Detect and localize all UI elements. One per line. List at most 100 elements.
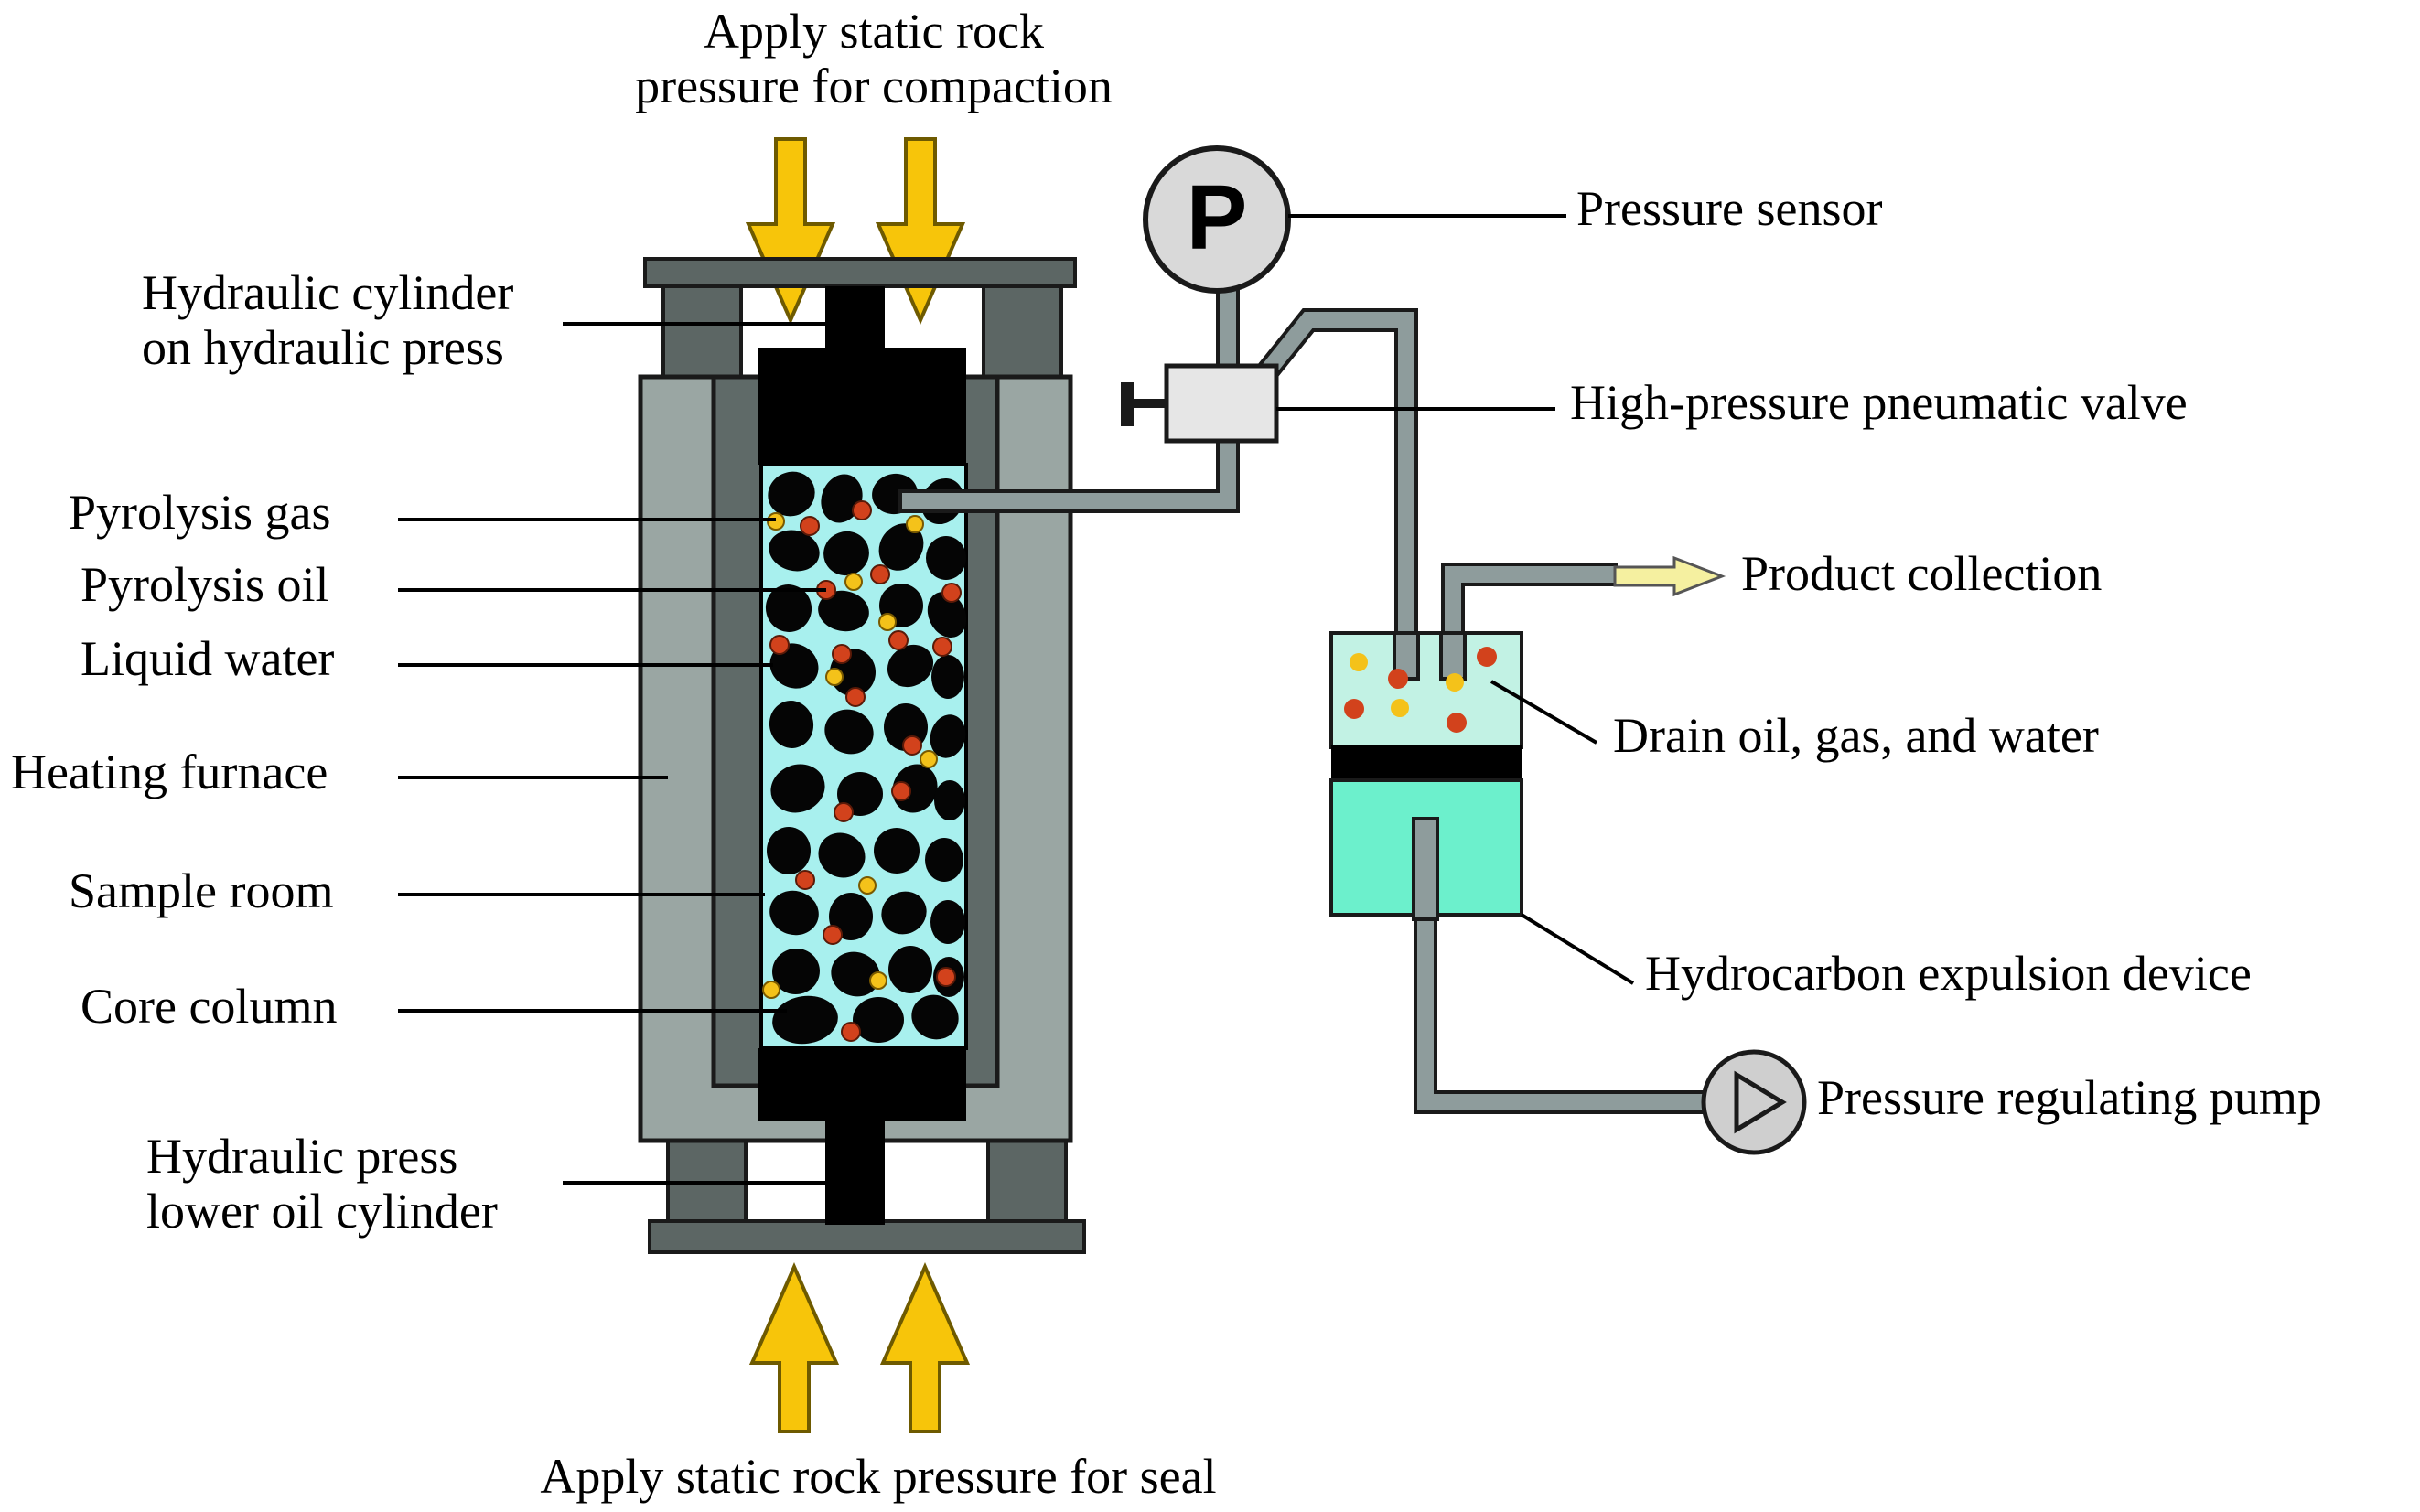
oil-droplet bbox=[1388, 669, 1408, 689]
oil-droplet bbox=[823, 925, 843, 945]
oil-droplet bbox=[1447, 713, 1467, 733]
tank-piston bbox=[1331, 745, 1522, 780]
rock bbox=[878, 523, 924, 571]
rock bbox=[931, 655, 964, 699]
leader-expulsion-device bbox=[1520, 913, 1635, 985]
lower-cylinder-label-line1: Hydraulic press bbox=[146, 1129, 457, 1184]
hydraulic-cylinder-label-line2: on hydraulic press bbox=[142, 320, 504, 375]
hydraulic-cylinder-label-line1: Hydraulic cylinder bbox=[142, 265, 513, 320]
lower-piston-head bbox=[758, 1048, 966, 1121]
rock bbox=[930, 900, 965, 944]
oil-droplet bbox=[891, 781, 911, 801]
left-leader-lines bbox=[398, 322, 826, 1185]
oil-droplet bbox=[852, 500, 872, 520]
top-pressure-label-line1: Apply static rock bbox=[704, 4, 1044, 59]
gas-droplet bbox=[1350, 653, 1368, 671]
pressure-sensor-symbol: P bbox=[1187, 166, 1248, 269]
valve-handle-knob bbox=[1121, 382, 1134, 426]
core-column-label: Core column bbox=[81, 979, 337, 1034]
product-collection-label: Product collection bbox=[1741, 546, 2102, 601]
rock bbox=[769, 643, 819, 689]
pipe-valve-to-tank bbox=[1254, 308, 1418, 672]
bottom-right-column bbox=[986, 1137, 1068, 1223]
bottom-pressure-arrows bbox=[748, 1262, 971, 1433]
pyrolysis-gas-label: Pyrolysis gas bbox=[69, 485, 331, 540]
press-frame bbox=[643, 257, 1086, 1254]
gas-droplet bbox=[920, 750, 938, 768]
upper-piston-rod bbox=[825, 286, 885, 350]
lower-piston bbox=[758, 1048, 966, 1225]
leader-drain bbox=[1490, 680, 1598, 745]
bottom-plate bbox=[648, 1219, 1086, 1254]
upper-piston-head bbox=[758, 348, 966, 465]
gas-droplet bbox=[869, 971, 887, 990]
rock bbox=[874, 828, 920, 874]
tank-oil-droplets bbox=[1344, 647, 1497, 733]
lower-piston-rod bbox=[825, 1120, 885, 1225]
rock bbox=[768, 471, 815, 517]
oil-droplet bbox=[832, 644, 852, 664]
oil-droplet bbox=[795, 870, 815, 890]
oil-droplet bbox=[1477, 647, 1497, 667]
pump-triangle-icon bbox=[1701, 1049, 1807, 1155]
pneumatic-valve-label: High-pressure pneumatic valve bbox=[1570, 375, 2188, 430]
top-pressure-label-line2: pressure for compaction bbox=[635, 59, 1113, 113]
right-leader-lines bbox=[1276, 214, 1635, 985]
sample-room-label: Sample room bbox=[69, 863, 333, 918]
oil-droplet bbox=[769, 635, 790, 655]
bottom-left-column bbox=[666, 1137, 748, 1223]
oil-droplet bbox=[941, 583, 962, 603]
sample-room bbox=[759, 463, 968, 1050]
top-left-column bbox=[661, 284, 743, 380]
core-column-rocks bbox=[765, 471, 967, 1045]
oil-droplet bbox=[888, 630, 909, 650]
rock bbox=[925, 838, 963, 882]
piping bbox=[898, 273, 1716, 1114]
hydrocarbon-expulsion-device bbox=[1329, 631, 1523, 921]
pyrolysis-oil-label: Pyrolysis oil bbox=[81, 557, 329, 612]
arrow-down-icon bbox=[745, 137, 836, 325]
rock bbox=[930, 714, 966, 758]
gas-droplet bbox=[1446, 673, 1464, 692]
lower-cylinder-label-line2: lower oil cylinder bbox=[146, 1184, 498, 1239]
oil-droplet bbox=[834, 802, 854, 822]
top-right-column bbox=[982, 284, 1063, 380]
gas-droplet bbox=[858, 876, 877, 895]
oil-droplet bbox=[936, 967, 956, 987]
expulsion-device-label: Hydrocarbon expulsion device bbox=[1645, 946, 2252, 1001]
bottom-pressure-label: Apply static rock pressure for seal bbox=[540, 1449, 1216, 1504]
rock bbox=[888, 946, 932, 993]
rock bbox=[823, 531, 869, 576]
oil-droplet bbox=[932, 637, 952, 657]
rock bbox=[853, 997, 904, 1043]
drain-label: Drain oil, gas, and water bbox=[1613, 708, 2099, 763]
rock bbox=[881, 891, 927, 935]
gas-droplet bbox=[878, 613, 897, 631]
rock bbox=[765, 584, 812, 632]
rock bbox=[934, 780, 965, 820]
valve-handle-stem bbox=[1127, 399, 1168, 408]
top-plate bbox=[643, 257, 1077, 288]
oil-droplet bbox=[1344, 699, 1364, 719]
rock bbox=[818, 832, 866, 878]
regulating-pump-label: Pressure regulating pump bbox=[1817, 1070, 2322, 1125]
heating-furnace-label: Heating furnace bbox=[11, 745, 328, 799]
valve-body bbox=[1164, 363, 1279, 444]
rock bbox=[767, 827, 811, 874]
arrow-down-icon bbox=[875, 137, 966, 325]
rock bbox=[769, 890, 819, 936]
gas-droplet bbox=[762, 981, 780, 999]
tank-gas-droplets bbox=[1350, 653, 1464, 717]
rock bbox=[818, 590, 869, 632]
upper-piston bbox=[758, 286, 966, 465]
arrow-up-icon bbox=[879, 1262, 971, 1433]
pressure-sensor-label: Pressure sensor bbox=[1576, 181, 1882, 236]
oil-droplet bbox=[841, 1022, 861, 1042]
oil-droplet bbox=[902, 735, 922, 756]
arrow-right-icon bbox=[1613, 555, 1726, 597]
gas-droplet bbox=[906, 515, 924, 533]
rock bbox=[824, 709, 874, 755]
liquid-water-label: Liquid water bbox=[81, 631, 334, 686]
pressure-gauge-icon: P bbox=[1143, 145, 1291, 294]
